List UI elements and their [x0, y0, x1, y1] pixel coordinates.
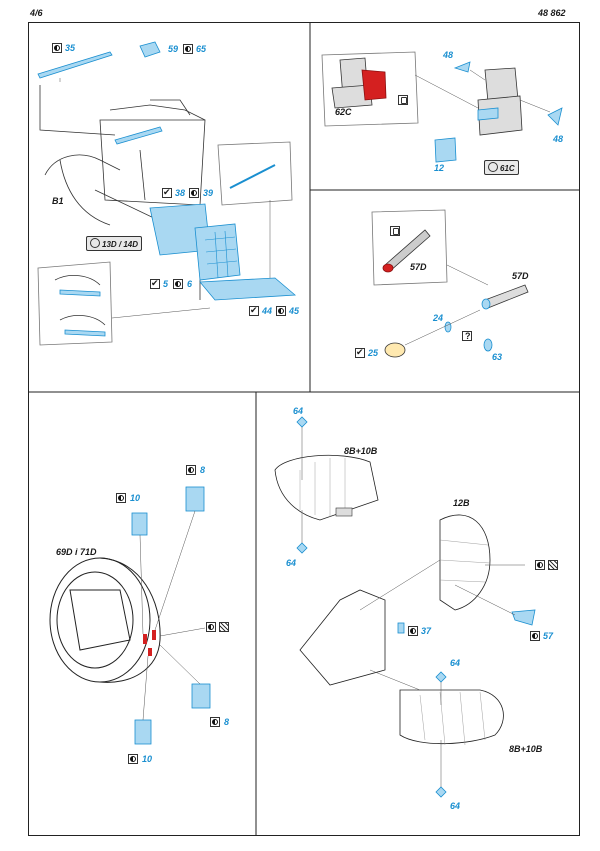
part-65: 65 [196, 44, 207, 54]
paint-icon-39 [189, 188, 199, 198]
engine-cowl [49, 557, 161, 683]
part-57: 57 [543, 631, 554, 641]
tag-13d-14d: 13D / 14D [86, 236, 143, 251]
part-64-d: 64 [450, 801, 461, 811]
canopy-strip [37, 41, 163, 145]
bend-icon-57d [390, 226, 400, 236]
part-39: 39 [203, 188, 214, 198]
part-48-right: 48 [553, 134, 564, 144]
lens-part [384, 342, 406, 358]
hinge-plates [296, 416, 536, 798]
cylinder-end-pe [481, 298, 491, 310]
part-8-bottom: 8 [224, 717, 230, 727]
instruction-sheet [28, 22, 580, 836]
part-64-b: 64 [286, 558, 297, 568]
part-48-left: 48 [443, 50, 454, 60]
paint-icon-37 [408, 626, 418, 636]
part-8b10b-bottom: 8B+10B [509, 744, 543, 754]
detail-rod [229, 164, 276, 189]
part-63: 63 [492, 352, 503, 362]
rudder-ribs [439, 539, 491, 583]
bend-icon-62c [398, 95, 408, 105]
engine-mesh-parts [131, 486, 211, 745]
product-code: 48 862 [538, 8, 566, 18]
circle-icon [90, 238, 100, 248]
elevator-top-tab [335, 507, 353, 517]
part-10-top: 10 [130, 493, 141, 503]
part-44: 44 [262, 306, 273, 316]
part-59: 59 [168, 44, 179, 54]
part-35: 35 [65, 43, 76, 53]
part-64-c: 64 [450, 658, 461, 668]
paint-icon-45 [276, 306, 286, 316]
elevator-top-ribs [299, 458, 346, 517]
paint-icon-57 [530, 631, 540, 641]
part-5: 5 [163, 279, 169, 289]
part-10-bottom: 10 [142, 754, 153, 764]
rudder-right [439, 514, 491, 611]
washer-24 [444, 321, 452, 333]
leader-lines-top-left [59, 78, 271, 319]
seat-belts [434, 61, 563, 163]
cylinder-body [484, 284, 529, 309]
fin-drawing [299, 589, 386, 686]
question-icon [462, 331, 472, 341]
paint-icon-10-bottom [128, 754, 138, 764]
fold-icon-44 [249, 305, 259, 316]
detail-brackets [54, 275, 106, 326]
part-8-top: 8 [200, 465, 206, 475]
part-24: 24 [433, 313, 444, 323]
part-6: 6 [187, 279, 193, 289]
paint-icon-rudder [535, 560, 545, 570]
instrument-panel-parts [149, 203, 297, 301]
hatch-icon-rudder [548, 560, 558, 570]
part-8b10b-top: 8B+10B [344, 446, 378, 456]
detail-bracket-parts [59, 289, 106, 337]
label-b1: B1 [52, 196, 64, 206]
washer-63 [483, 338, 493, 352]
part-57d-detail: 57D [410, 262, 427, 272]
fold-icon-5 [150, 278, 160, 289]
paint-icon-engine [206, 622, 216, 632]
callout-detail-left [37, 261, 113, 346]
engine-red-details [143, 630, 156, 656]
part-12b: 12B [453, 498, 470, 508]
leader-lines-cylinder [404, 264, 489, 346]
part-62c: 62C [335, 107, 352, 117]
fold-icon-38 [162, 187, 172, 198]
callout-detail-top [217, 141, 293, 206]
leader-lines-engine [139, 510, 206, 721]
paint-icon-8-bottom [210, 717, 220, 727]
part-38: 38 [175, 188, 186, 198]
part-12: 12 [434, 163, 445, 173]
fold-icon-25 [355, 347, 365, 358]
part-25: 25 [368, 348, 379, 358]
part-57d: 57D [512, 271, 529, 281]
page-number: 4/6 [30, 8, 43, 18]
elevator-top [274, 454, 379, 521]
part-64-a: 64 [293, 406, 304, 416]
leader-lines-tail [301, 427, 525, 787]
paint-icon-65 [183, 44, 193, 54]
part-45: 45 [289, 306, 300, 316]
hatch-icon-engine [219, 622, 229, 632]
paint-icon-10-top [116, 493, 126, 503]
elevator-bottom [399, 689, 504, 745]
panel-grids [204, 230, 238, 279]
paint-icon-6 [173, 279, 183, 289]
paint-icon-35 [52, 43, 62, 53]
paint-icon-8-top [186, 465, 196, 475]
circle-icon [488, 162, 498, 172]
seat-strap-red [361, 69, 387, 101]
cylinder-red-cap [382, 263, 394, 273]
tag-61c: 61C [484, 160, 519, 175]
part-37: 37 [421, 626, 432, 636]
part-69d-71d: 69D i 71D [56, 547, 97, 557]
leader-lines-top-right [414, 69, 551, 113]
